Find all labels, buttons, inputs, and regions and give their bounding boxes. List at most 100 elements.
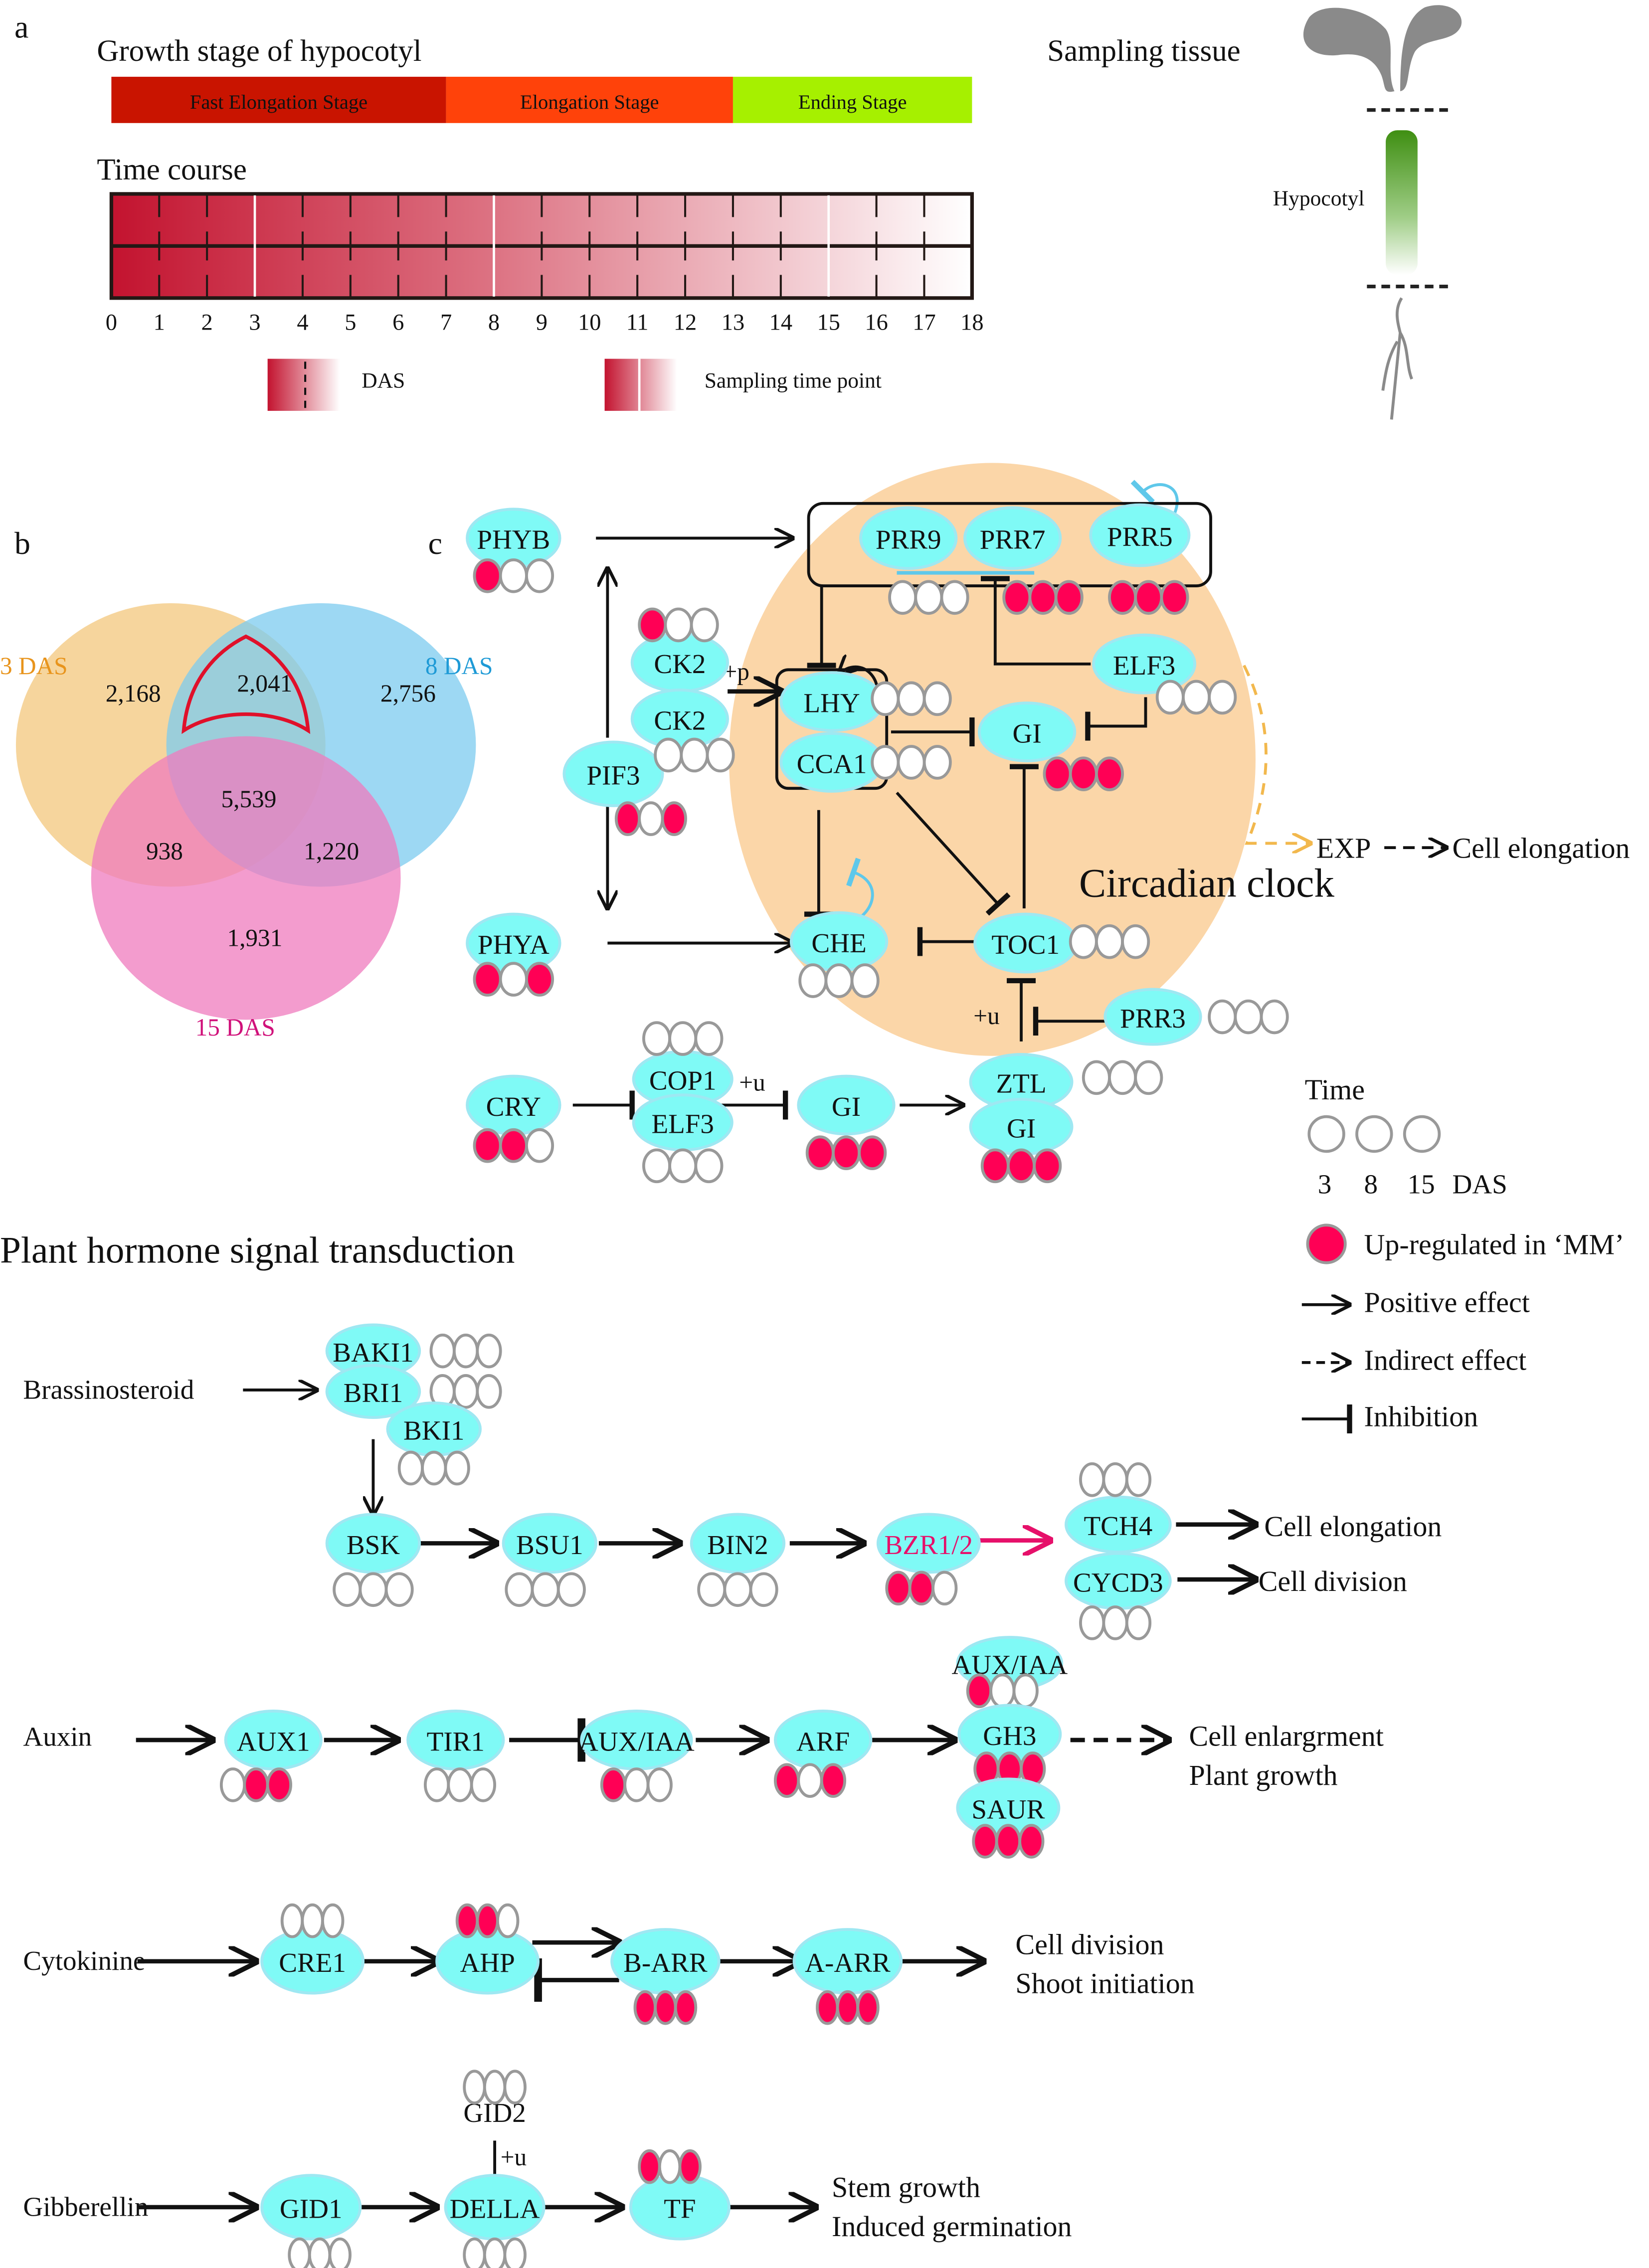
gene-node-gi[interactable]: GI [797, 1074, 896, 1136]
gene-node-label: BSU1 [516, 1530, 583, 1560]
panel-b-venn: b 3 DAS 8 DAS 15 DAS 2,168 2,756 2,041 5… [0, 525, 493, 1041]
gene-node-ahp[interactable]: AHP [435, 1928, 540, 1995]
venn-count-only-15: 1,931 [227, 924, 282, 951]
gene-node-elf3[interactable]: ELF3 [1092, 633, 1197, 695]
gene-node-label: A-ARR [805, 1947, 891, 1978]
upregulated-circle [773, 1763, 800, 1798]
unchanged-circle [444, 1450, 470, 1486]
upregulated-circle [832, 1135, 861, 1171]
gene-node-b-arr[interactable]: B-ARR [610, 1928, 721, 1995]
growth-stage-title: Growth stage of hypocotyl [97, 34, 421, 68]
gene-node-phyb[interactable]: PHYB [466, 508, 561, 569]
gene-node-label: TIR1 [427, 1726, 485, 1756]
gene-node-bin2[interactable]: BIN2 [690, 1513, 786, 1574]
upregulated-circle [678, 2149, 702, 2184]
gene-node-prr9[interactable]: PRR9 [859, 506, 958, 570]
gene-node-prr3[interactable]: PRR3 [1103, 988, 1202, 1046]
unchanged-circle [556, 1572, 586, 1607]
gene-node-tch4[interactable]: TCH4 [1065, 1495, 1172, 1554]
unchanged-circle [1079, 1605, 1105, 1640]
gene-node-aux-iaa[interactable]: AUX/IAA [578, 1710, 695, 1770]
gene-node-ck2[interactable]: CK2 [630, 689, 730, 749]
gene-node-prr5[interactable]: PRR5 [1089, 503, 1191, 567]
gene-node-aux1[interactable]: AUX1 [224, 1710, 323, 1770]
unchanged-circle [1079, 1462, 1105, 1497]
stage-label: Elongation Stage [520, 91, 659, 113]
unchanged-circle [301, 1903, 324, 1938]
hormone-edges: +u [136, 1390, 1256, 2207]
gene-node-tf[interactable]: TF [629, 2174, 731, 2241]
unchanged-circle [1108, 1060, 1137, 1095]
gene-node-cycd3[interactable]: CYCD3 [1065, 1552, 1172, 1610]
gene-node-gh3[interactable]: GH3 [957, 1704, 1062, 1765]
gene-node-prr7[interactable]: PRR7 [963, 506, 1062, 570]
legend: Time 3 8 15 DAS Up-regulated in ‘MM’ Pos… [1301, 1073, 1624, 1433]
gene-node-lhy[interactable]: LHY [779, 671, 884, 732]
gene-node-cca1[interactable]: CCA1 [779, 732, 884, 793]
expression-indicator [219, 1767, 292, 1802]
gene-node-bri1[interactable]: BRI1 [325, 1364, 421, 1419]
venn-count-only-3: 2,168 [106, 680, 161, 707]
gene-node-bzr1-2[interactable]: BZR1/2 [876, 1513, 981, 1574]
gene-node-cre1[interactable]: CRE1 [260, 1928, 365, 1995]
upregulated-circle [1002, 580, 1032, 615]
time-tick-label: 5 [345, 310, 356, 336]
gene-node-gi[interactable]: GI [977, 701, 1077, 762]
time-tick-label: 14 [769, 310, 792, 336]
gene-node-baki1[interactable]: BAKI1 [325, 1323, 421, 1379]
unchanged-circle [1134, 1060, 1163, 1095]
plus-u-label-toc1: +u [973, 1002, 999, 1030]
gene-node-bki1[interactable]: BKI1 [386, 1401, 482, 1457]
gene-node-saur[interactable]: SAUR [956, 1777, 1061, 1839]
gene-node-che[interactable]: CHE [789, 911, 889, 972]
gene-node-tir1[interactable]: TIR1 [406, 1710, 505, 1770]
expression-indicator [642, 1148, 724, 1184]
gene-node-ztl[interactable]: ZTL [969, 1053, 1074, 1111]
gene-node-della[interactable]: DELLA [444, 2174, 546, 2241]
upregulated-circle [966, 1673, 993, 1709]
upregulated-circle [972, 1824, 998, 1859]
unchanged-circle [922, 745, 952, 780]
unchanged-circle [1125, 1605, 1152, 1640]
expression-indicator [697, 1572, 778, 1607]
gene-node-arf[interactable]: ARF [773, 1710, 873, 1770]
gene-node-label: AUX/IAA [951, 1650, 1068, 1680]
upregulated-circle [638, 2149, 661, 2184]
unchanged-circle [642, 1148, 672, 1184]
unchanged-circle [664, 607, 693, 643]
auxin-output-plant-growth: Plant growth [1189, 1759, 1338, 1791]
expression-indicator [816, 1990, 880, 2025]
gene-node-shape [1092, 633, 1197, 695]
gene-node-phya[interactable]: PHYA [466, 912, 561, 974]
gene-node-gi[interactable]: GI [969, 1097, 1074, 1156]
gene-node-label: GI [1007, 1113, 1036, 1143]
gene-node-elf3[interactable]: ELF3 [632, 1093, 733, 1152]
gene-node-gid1[interactable]: GID1 [260, 2174, 362, 2241]
expression-indicator [1208, 999, 1289, 1035]
gene-node-label: CK2 [654, 649, 706, 679]
unchanged-circle [850, 963, 880, 998]
unchanged-circle [1102, 1605, 1128, 1640]
gene-node-label: TOC1 [991, 929, 1060, 960]
gene-node-label: ELF3 [651, 1109, 714, 1139]
gene-node-shape [1089, 503, 1191, 567]
das-legend-label: DAS [362, 369, 405, 393]
gene-node-label: ELF3 [1113, 650, 1176, 681]
venn-count-3-8: 2,041 [237, 670, 292, 697]
gene-node-pif3[interactable]: PIF3 [562, 740, 664, 807]
gene-node-label: ZTL [996, 1068, 1047, 1098]
gene-node-ck2[interactable]: CK2 [630, 632, 730, 693]
gene-node-shape [562, 740, 664, 807]
auxin-output-cell-enlargement: Cell enlargrment [1189, 1720, 1384, 1752]
gene-node-a-arr[interactable]: A-ARR [792, 1928, 903, 1995]
gene-node-bsk[interactable]: BSK [325, 1513, 421, 1574]
gene-node-bsu1[interactable]: BSU1 [502, 1513, 598, 1574]
expression-indicator [642, 1021, 724, 1056]
venn-label-8das: 8 DAS [425, 652, 493, 680]
hypocotyl-label: Hypocotyl [1273, 186, 1365, 210]
unchanged-circle [940, 580, 969, 615]
gene-node-toc1[interactable]: TOC1 [973, 912, 1078, 974]
gene-node-cry[interactable]: CRY [466, 1074, 561, 1136]
upregulated-circle [1134, 580, 1163, 615]
time-tick-label: 1 [154, 310, 165, 336]
